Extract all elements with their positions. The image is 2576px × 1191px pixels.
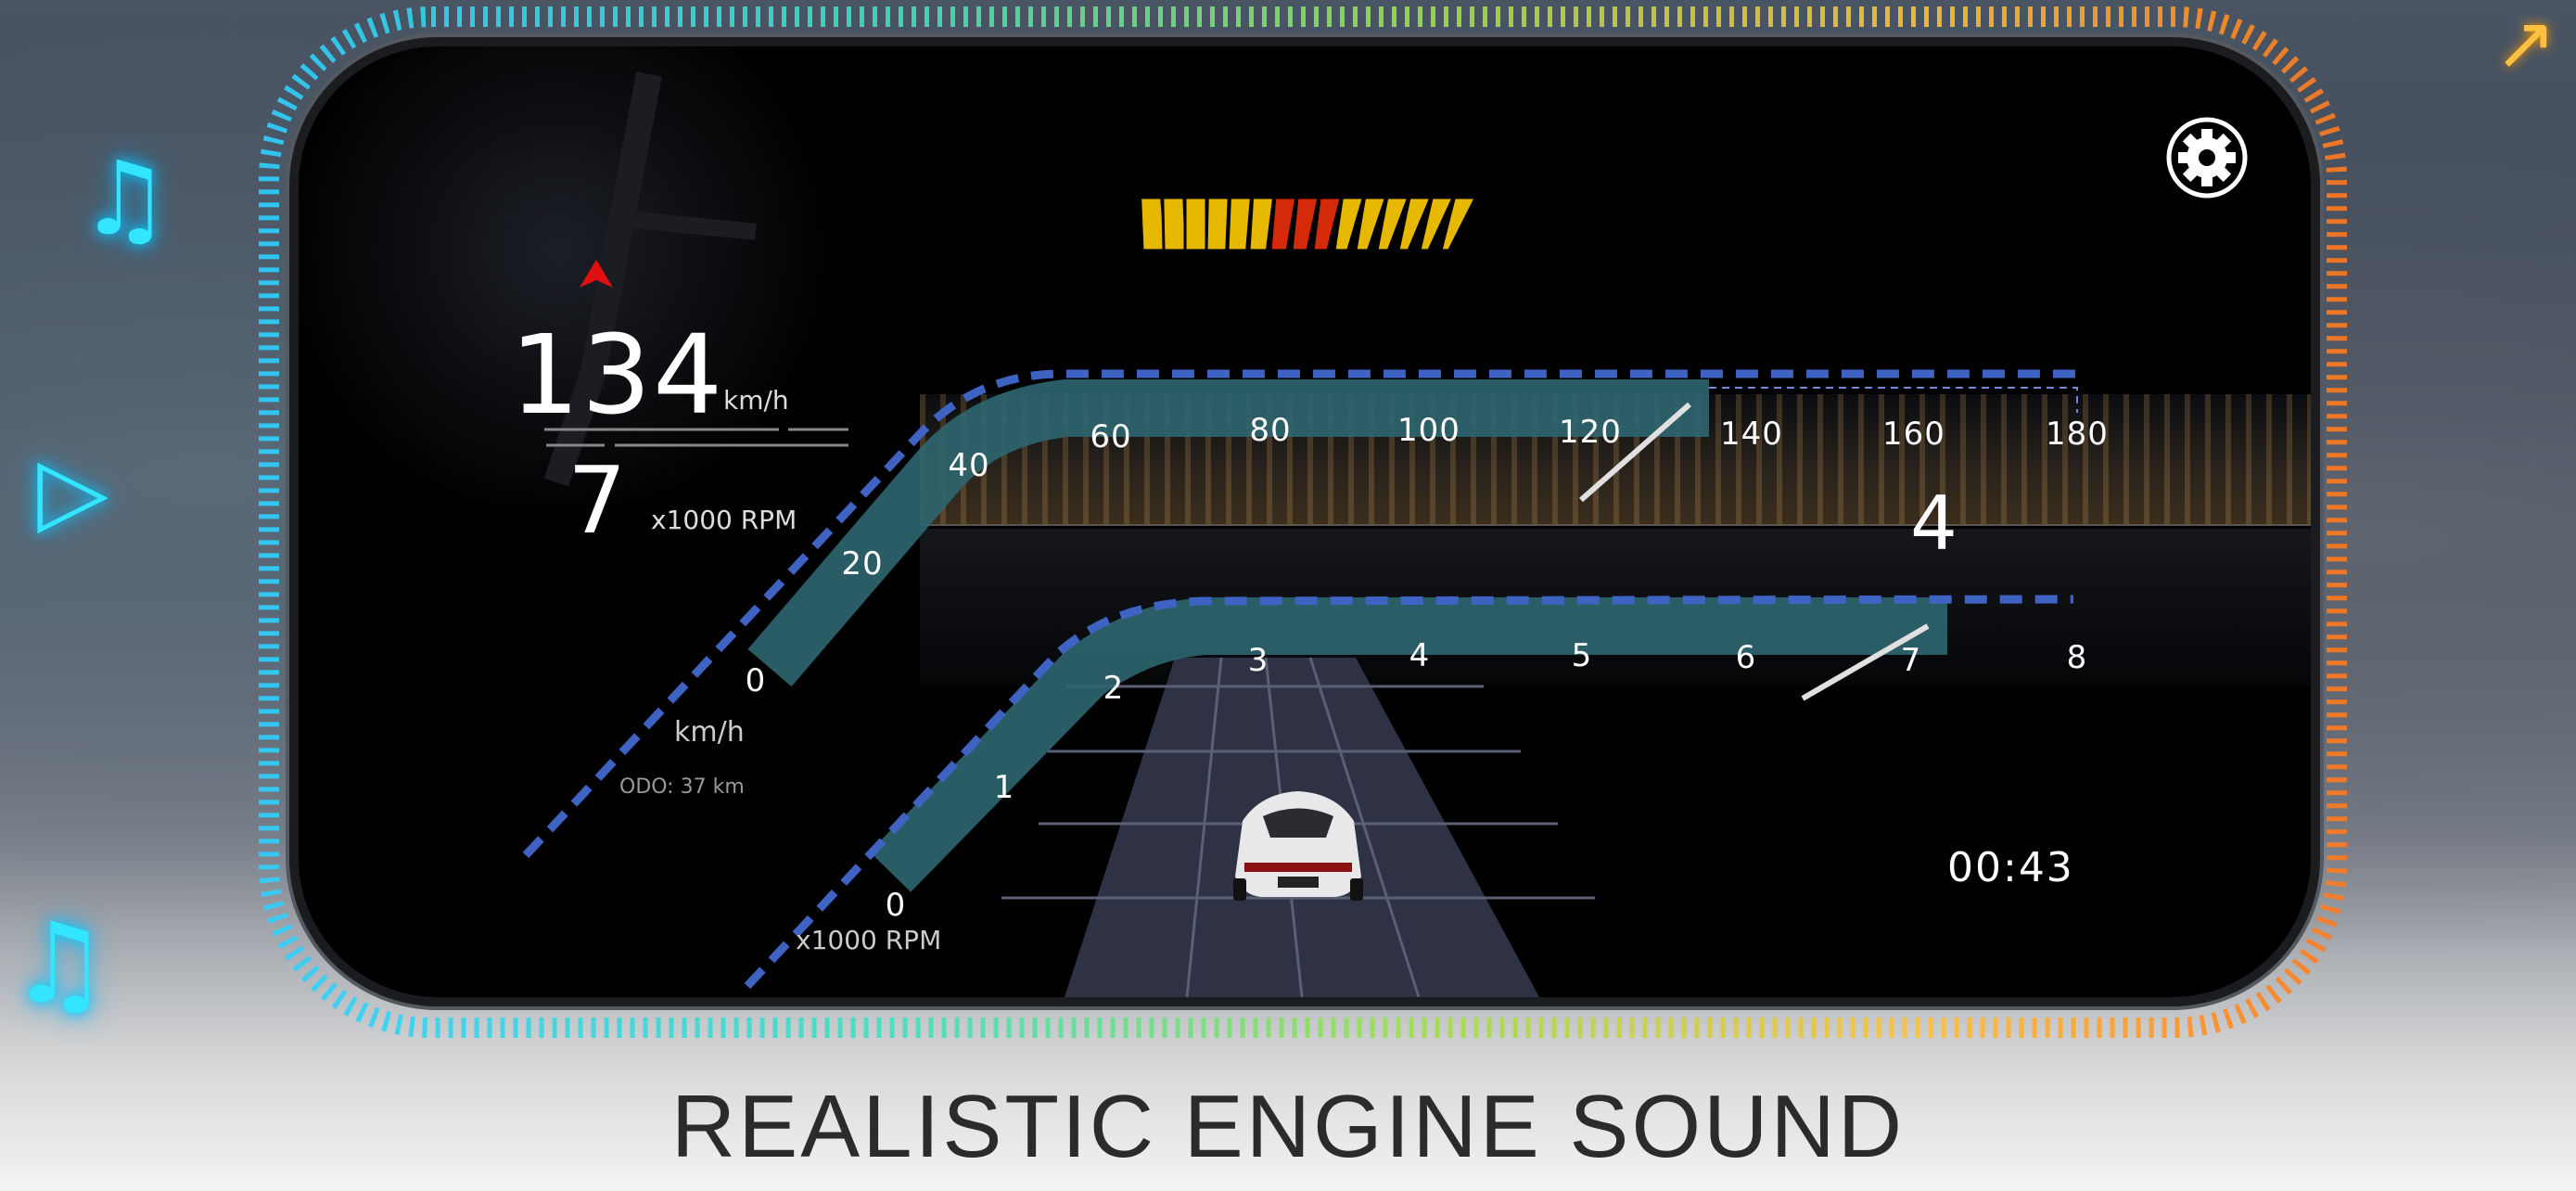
rpm-tick-label: 3 bbox=[1247, 642, 1269, 679]
shift-light bbox=[1396, 196, 1434, 252]
speed-tick-label: 80 bbox=[1249, 412, 1292, 449]
speed-tick-label: 160 bbox=[1882, 416, 1945, 453]
rpm-gauge-fill bbox=[869, 597, 1947, 892]
shift-light bbox=[1161, 196, 1188, 252]
rpm-tick-label: 0 bbox=[885, 887, 907, 924]
speed-value: 134 bbox=[510, 311, 725, 439]
rpm-gauge-track bbox=[744, 595, 2074, 990]
speed-tick-label: 140 bbox=[1720, 416, 1783, 453]
shift-light bbox=[1247, 196, 1276, 252]
music-note-icon: ♫ bbox=[79, 139, 171, 258]
shift-light bbox=[1226, 196, 1254, 252]
rpm-tick-label: 2 bbox=[1103, 670, 1125, 707]
sports-car bbox=[1233, 791, 1363, 901]
speed-gauge-fill bbox=[747, 379, 1709, 687]
shift-light bbox=[1354, 196, 1388, 252]
rpm-unit: x1000 RPM bbox=[651, 505, 797, 535]
rpm-tick-label: 4 bbox=[1409, 637, 1431, 674]
rpm-tick-label: 8 bbox=[2066, 639, 2088, 676]
speed-tick-label: 60 bbox=[1090, 418, 1132, 455]
settings-button[interactable] bbox=[2165, 116, 2249, 199]
speed-gauge-track bbox=[522, 369, 2077, 859]
caption-title: REALISTIC ENGINE SOUND bbox=[670, 1077, 1906, 1176]
speed-scale-unit: km/h bbox=[674, 716, 745, 749]
rpm-value: 7 bbox=[567, 446, 627, 555]
arrow-icon: ↗ bbox=[2494, 0, 2557, 86]
shift-light bbox=[1375, 196, 1410, 252]
shift-light bbox=[1205, 196, 1231, 252]
speed-unit: km/h bbox=[723, 385, 789, 416]
music-note-icon: ♫ bbox=[9, 900, 109, 1029]
play-icon: ▷ bbox=[37, 436, 108, 544]
speed-tick-label: 100 bbox=[1397, 412, 1460, 449]
rpm-needle bbox=[1801, 623, 1930, 701]
shift-light bbox=[1418, 196, 1456, 252]
shift-light bbox=[1439, 196, 1478, 252]
rpm-tick-label: 1 bbox=[993, 769, 1015, 806]
rpm-scale-unit: x1000 RPM bbox=[796, 925, 942, 955]
shift-lights bbox=[1139, 196, 1478, 252]
shift-light bbox=[1290, 196, 1320, 252]
speed-tick-label: 40 bbox=[948, 447, 990, 484]
shift-light bbox=[1269, 196, 1298, 252]
speed-tick-label: 180 bbox=[2046, 416, 2109, 453]
rpm-tick-label: 6 bbox=[1735, 639, 1757, 676]
speed-tick-label: 20 bbox=[841, 545, 884, 583]
shift-light bbox=[1311, 196, 1344, 252]
rpm-tick-label: 7 bbox=[1900, 642, 1922, 679]
speed-needle bbox=[1579, 402, 1691, 503]
speed-tick-label: 120 bbox=[1559, 414, 1622, 451]
direction-marker-icon bbox=[580, 260, 613, 288]
shift-light bbox=[1183, 196, 1208, 252]
odometer: ODO: 37 km bbox=[619, 775, 745, 799]
speed-tick-label: 0 bbox=[745, 662, 767, 699]
shift-light bbox=[1333, 196, 1366, 252]
gear-icon bbox=[2166, 117, 2248, 198]
gear-indicator: 4 bbox=[1910, 480, 1958, 567]
rpm-tick-label: 5 bbox=[1571, 637, 1593, 674]
timer: 00:43 bbox=[1947, 844, 2074, 891]
